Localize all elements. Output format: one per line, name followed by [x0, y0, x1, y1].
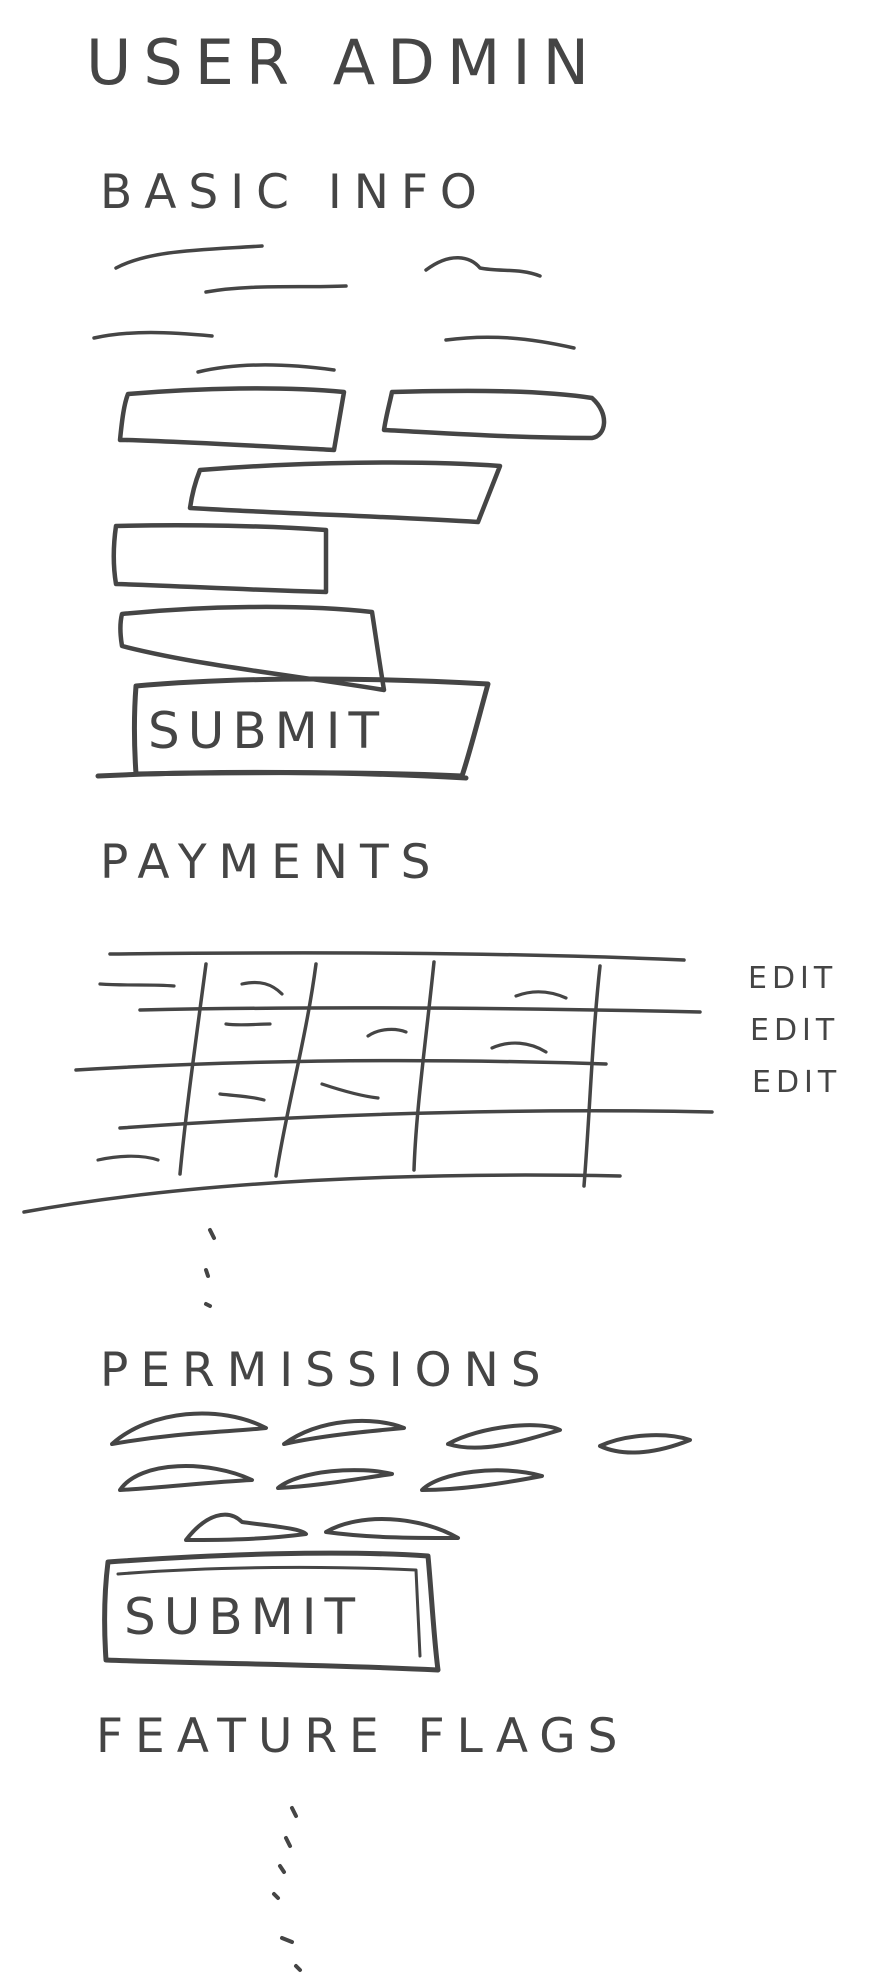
more-rows-ellipsis [204, 1228, 216, 1308]
payments-row-actions: EDIT EDIT EDIT [748, 961, 841, 1100]
field-label-placeholder [92, 330, 214, 340]
cell-placeholder [240, 980, 284, 996]
payments-heading: PAYMENTS [100, 835, 443, 890]
permission-toggle[interactable] [110, 1411, 268, 1446]
ellipsis-dot [290, 1806, 298, 1818]
table-column-divider [412, 960, 436, 1172]
basic-info-submit-button[interactable]: SUBMIT [95, 676, 491, 781]
permission-toggle[interactable] [276, 1468, 394, 1490]
field-label-placeholder [204, 284, 348, 294]
cell-placeholder [490, 1041, 548, 1054]
cell-placeholder [224, 1022, 272, 1027]
field-label-placeholder [444, 335, 576, 350]
ellipsis-dot [204, 1302, 212, 1308]
permission-toggle[interactable] [282, 1419, 406, 1446]
more-content-ellipsis [272, 1806, 302, 1972]
permission-toggle[interactable] [446, 1423, 562, 1450]
text-input-field[interactable] [117, 386, 347, 453]
permission-toggle[interactable] [598, 1433, 692, 1455]
feature-flags-section: FEATURE FLAGS [96, 1709, 630, 1972]
permission-toggle[interactable] [184, 1512, 308, 1542]
basic-info-section: BASIC INFO SUBMIT [92, 165, 607, 781]
field-label-placeholder [424, 256, 542, 278]
basic-info-labels [92, 244, 576, 374]
cell-placeholder [98, 982, 176, 988]
submit-button-label: SUBMIT [124, 1588, 363, 1646]
text-input-field[interactable] [381, 388, 607, 441]
payments-section: PAYMENTS EDIT EDIT EDIT [22, 835, 841, 1308]
ellipsis-dot [280, 1936, 294, 1944]
submit-button-inner-rule [116, 1565, 422, 1658]
edit-link[interactable]: EDIT [752, 1065, 841, 1100]
page-title: USER ADMIN [86, 26, 601, 99]
permissions-section: PERMISSIONS SUBMIT [100, 1343, 692, 1673]
text-input-field[interactable] [111, 522, 329, 595]
permission-toggles [110, 1411, 692, 1542]
cell-placeholder [218, 1092, 266, 1102]
cell-placeholder [366, 1027, 408, 1038]
permission-toggle[interactable] [324, 1517, 460, 1540]
permission-toggle[interactable] [118, 1464, 254, 1492]
cell-placeholder [320, 1082, 380, 1100]
edit-link[interactable]: EDIT [748, 961, 837, 996]
text-input-field[interactable] [118, 604, 387, 693]
permissions-submit-button[interactable]: SUBMIT [102, 1550, 441, 1673]
payments-table [22, 951, 714, 1214]
field-label-placeholder [196, 363, 336, 374]
ellipsis-dot [272, 1892, 280, 1900]
ellipsis-dot [278, 1864, 286, 1874]
permissions-heading: PERMISSIONS [100, 1343, 553, 1398]
text-input-field[interactable] [187, 460, 503, 525]
ellipsis-dot [208, 1228, 216, 1240]
table-rule [74, 1058, 608, 1072]
permission-toggle[interactable] [420, 1468, 544, 1492]
table-column-divider [178, 962, 208, 1176]
basic-info-fields [111, 386, 607, 693]
submit-button-label: SUBMIT [148, 702, 387, 760]
table-rule [138, 1006, 702, 1014]
field-label-placeholder [114, 244, 264, 270]
submit-button-outline[interactable] [102, 1550, 441, 1673]
table-rule [22, 1173, 622, 1214]
feature-flags-heading: FEATURE FLAGS [96, 1709, 630, 1764]
table-rule [108, 951, 686, 962]
basic-info-heading: BASIC INFO [100, 165, 489, 220]
table-column-divider [274, 962, 318, 1178]
ellipsis-dot [294, 1964, 302, 1972]
cell-placeholder [96, 1154, 160, 1162]
ellipsis-dot [204, 1268, 210, 1278]
edit-link[interactable]: EDIT [750, 1013, 839, 1048]
submit-button-underline [95, 769, 469, 781]
cell-placeholder [514, 990, 568, 1000]
ellipsis-dot [284, 1836, 292, 1848]
table-column-divider [582, 964, 602, 1188]
